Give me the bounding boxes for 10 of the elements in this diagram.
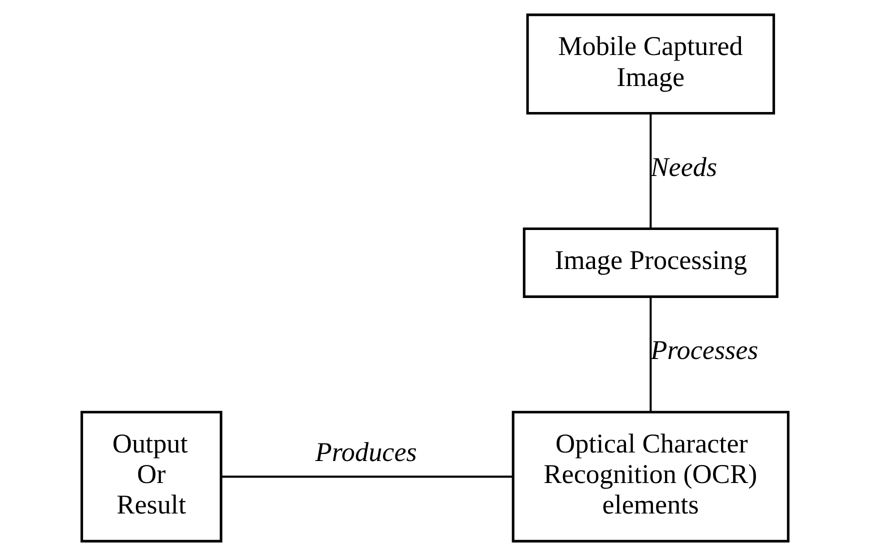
connector [650,114,652,228]
connector [650,296,652,412]
node-box: Optical Character Recognition (OCR) elements [512,410,790,542]
connector [221,476,513,478]
node-box: Mobile Captured Image [526,14,776,115]
node-box: Output Or Result [80,410,222,542]
edge-label: Processes [650,335,758,366]
edge-label: Needs [650,152,718,182]
node-box: Image Processing [522,227,778,298]
edge-label: Produces [315,437,417,468]
